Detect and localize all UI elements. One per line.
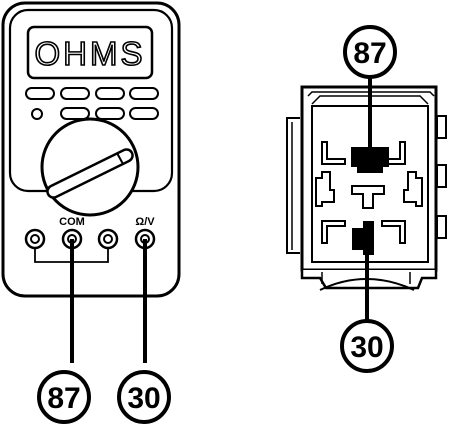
callout-meter-87-text: 87 <box>47 382 80 415</box>
function-button-7[interactable] <box>129 107 159 120</box>
callout-meter-30-text: 30 <box>127 382 160 415</box>
function-button-6[interactable] <box>95 107 125 120</box>
dial-pointer <box>46 148 134 199</box>
relay-left-rail <box>286 117 300 254</box>
function-button-5[interactable] <box>60 107 90 120</box>
jack-3[interactable] <box>97 228 119 250</box>
terminal-86 <box>403 171 423 207</box>
relay-inner-cavity <box>311 105 429 263</box>
callout-relay-30: 30 <box>340 319 394 373</box>
terminal-85 <box>315 171 335 207</box>
function-button-2[interactable] <box>60 87 90 100</box>
ohm-volt-label: Ω/V <box>135 216 155 228</box>
function-button-3[interactable] <box>95 87 125 100</box>
callout-relay-87: 87 <box>343 25 397 79</box>
function-button-4[interactable] <box>129 87 159 100</box>
display-text: OHMS <box>35 35 146 72</box>
lcd-display <box>26 25 154 80</box>
callout-relay-87-text: 87 <box>353 37 386 70</box>
terminal-87a <box>351 185 385 209</box>
function-button-1[interactable] <box>25 87 55 100</box>
callout-meter-87: 87 <box>37 370 91 424</box>
terminal-top-left <box>321 141 346 165</box>
multimeter: OHMS COM Ω/V <box>1 1 181 298</box>
jack-1[interactable] <box>24 228 46 250</box>
test-jacks <box>24 228 156 263</box>
relay-right-tab-3 <box>436 215 447 239</box>
callout-meter-30: 30 <box>117 370 171 424</box>
terminal-bottom-right <box>381 220 406 244</box>
com-label: COM <box>59 216 85 228</box>
terminal-bottom-left <box>321 220 346 244</box>
callout-relay-30-text: 30 <box>350 331 383 364</box>
relay-right-tab-2 <box>436 164 447 188</box>
power-button[interactable] <box>31 108 43 120</box>
relay-right-tab-1 <box>436 115 447 139</box>
